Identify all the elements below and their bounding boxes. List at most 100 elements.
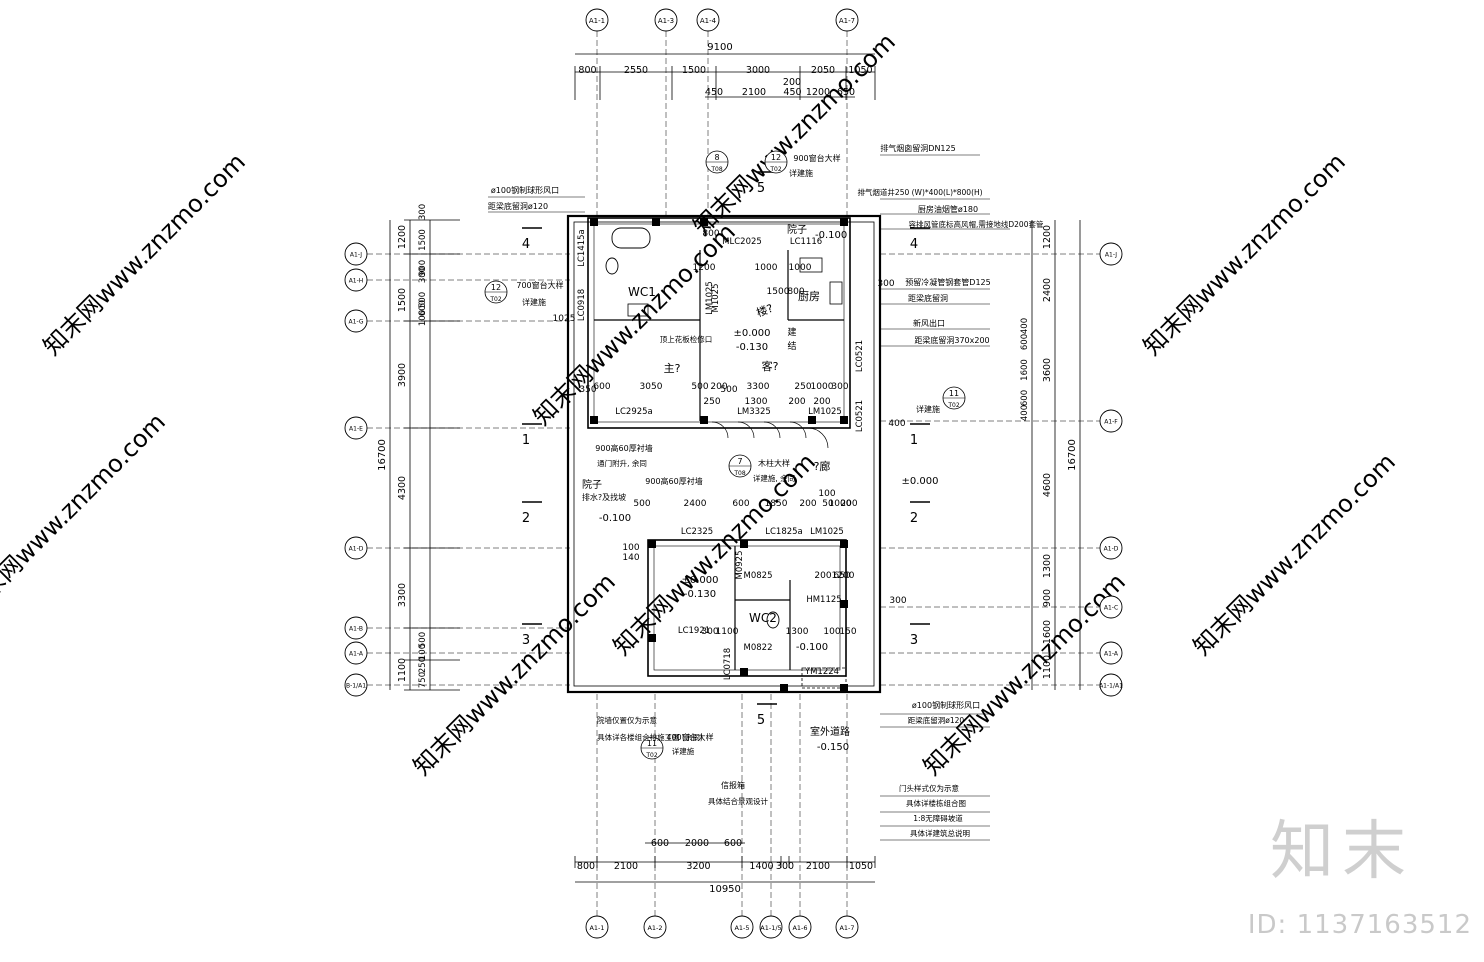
- watermark-text: 知末网www.znzmo.com: [1138, 148, 1351, 361]
- annotations: 8T0812T0212T0211T027T0811T02WC1WC2厨房院子院子…: [484, 143, 1044, 841]
- section-mark-number: 2: [910, 511, 918, 526]
- door-swing: [763, 421, 781, 439]
- door-swing: [711, 421, 729, 439]
- dim-top-row1-text: 2550: [624, 65, 648, 76]
- watermark-text: 知末网www.znzmo.com: [1188, 448, 1401, 661]
- section-mark-number: 3: [910, 633, 918, 648]
- dim-right-sub-text: 600: [1020, 334, 1030, 350]
- axis-label-left: A1-E: [349, 426, 363, 433]
- opening-label: M0825: [744, 571, 773, 581]
- opening-label: LM1025: [808, 407, 842, 417]
- dim-right-main-text: 1300: [1042, 554, 1053, 578]
- room-label-courtyard-mid: 院子: [582, 478, 602, 491]
- opening-label: HM1125: [806, 595, 841, 605]
- callout-text: 详建施: [916, 404, 940, 414]
- fixtures: [605, 227, 847, 689]
- inner-dim-text: 200: [788, 397, 805, 407]
- section-mark-number: 1: [522, 433, 530, 448]
- inner-dim-text: 1000: [789, 263, 812, 273]
- room-label-outdoor: 室外道路: [810, 725, 850, 738]
- dim-left-sub-text: 100: [418, 310, 428, 326]
- callout-text: 详建施, 余同: [753, 473, 795, 483]
- dim-bottom-row2-text: 600: [724, 838, 742, 849]
- detail-mark-number: 12: [491, 283, 501, 292]
- inner-dim-text: 800: [702, 229, 719, 239]
- opening-label: LC0718: [723, 648, 733, 680]
- structural-column: [648, 540, 656, 548]
- dim-bottom-row2-text: 600: [651, 838, 669, 849]
- dim-top-row1-text: 1500: [682, 65, 706, 76]
- detail-mark-number: 12: [771, 153, 781, 162]
- detail-mark-number: 11: [647, 739, 657, 748]
- dim-left-sub-text: 1500: [418, 229, 428, 251]
- callout-text: 1:8无障碍坡道: [913, 813, 963, 823]
- dim-left-main-text: 1200: [397, 225, 408, 249]
- axis-label-top: A1-7: [839, 17, 855, 25]
- watermark-text: 知末网www.znzmo.com: [688, 28, 901, 241]
- callout-text: 具体详楼栋组合图: [906, 798, 966, 808]
- axis-label-bottom: A1-6: [792, 924, 807, 932]
- door-swing: [789, 421, 807, 439]
- axis-label-left: A1-H: [349, 278, 364, 285]
- inner-dim-text: 150: [839, 627, 856, 637]
- inner-dim-text: 100: [818, 489, 835, 499]
- dim-left-main-text: 1100: [397, 658, 408, 682]
- callout-text: 厨房油烟管ø180: [918, 204, 978, 214]
- inner-dim-text: 500: [691, 382, 708, 392]
- axis-label-right: A1-F: [1104, 419, 1118, 426]
- room-label-living: 客?: [762, 359, 779, 373]
- callout-text: 距梁底留洞: [908, 293, 948, 303]
- opening-label: LC1415a: [577, 229, 587, 267]
- inner-dim-text: 2400: [684, 499, 707, 509]
- opening-label: LC2325: [681, 527, 713, 537]
- dim-left-sub-text: 500: [418, 292, 428, 308]
- callout-text: 排气烟道井250 (W)*400(L)*800(H): [857, 187, 982, 197]
- structural-column: [648, 634, 656, 642]
- callout-text: 顶上花板检修口: [660, 334, 713, 344]
- dim-bottom-total-text: 10950: [709, 884, 741, 895]
- opening-label: LC1825a: [765, 527, 803, 537]
- callout-text: 门头样式仅为示意: [899, 783, 959, 793]
- opening-label: LC0521: [855, 340, 865, 372]
- inner-dim-text: 100: [823, 627, 840, 637]
- inner-dim-text: 1300: [786, 627, 809, 637]
- room-label-stair: 楼?: [754, 301, 775, 320]
- structural-column: [590, 218, 598, 226]
- dim-right-main-text: 2400: [1042, 278, 1053, 302]
- dim-bottom-row1-text: 2100: [806, 861, 830, 872]
- courtyard-inner-wall: [573, 221, 875, 687]
- dim-left-sub-text: 750: [418, 672, 428, 688]
- dim-left-main-text: 1500: [397, 288, 408, 312]
- room-label-courtyard-top: 院子: [787, 223, 807, 236]
- callout-text: 院墙仅置仅为示意: [597, 715, 657, 725]
- inner-dim-text: 1500: [767, 287, 790, 297]
- inner-dim-text: 300: [877, 279, 894, 289]
- dim-bottom-row2-text: 2000: [685, 838, 709, 849]
- inner-dim-text: 100: [622, 543, 639, 553]
- callout-text: 预留冷凝管钢套管D125: [905, 277, 990, 287]
- level-text: -0.150: [817, 742, 849, 753]
- inner-dim-text: 650: [833, 571, 850, 581]
- callout-text: 900高60厚衬墙: [645, 476, 702, 486]
- dim-bottom-row1-text: 300: [776, 861, 794, 872]
- kitchen-sink: [799, 257, 823, 273]
- axis-label-top: A1-4: [700, 17, 717, 25]
- dim-bottom-row1-text: 1050: [849, 861, 873, 872]
- door-swing: [807, 427, 829, 449]
- axis-label-right: A1-J: [1105, 252, 1117, 259]
- detail-mark-sheet: T02: [645, 752, 657, 759]
- axis-label-left: B-1/A1: [346, 683, 366, 690]
- room-label-kitchen: 厨房: [798, 290, 820, 303]
- dim-left-sub-text: 300: [418, 204, 428, 220]
- inner-dim-text: 300: [831, 382, 848, 392]
- level-text: -0.130: [736, 342, 768, 353]
- callout-text: 距梁底留洞370x200: [914, 335, 989, 345]
- room-label-wc2: WC2: [749, 611, 777, 625]
- level-text: ±0.000: [733, 328, 770, 339]
- toilet: [766, 611, 780, 629]
- callout-text: 900高60厚衬墙: [595, 443, 652, 453]
- dim-right-sub-text: 400: [1020, 318, 1030, 334]
